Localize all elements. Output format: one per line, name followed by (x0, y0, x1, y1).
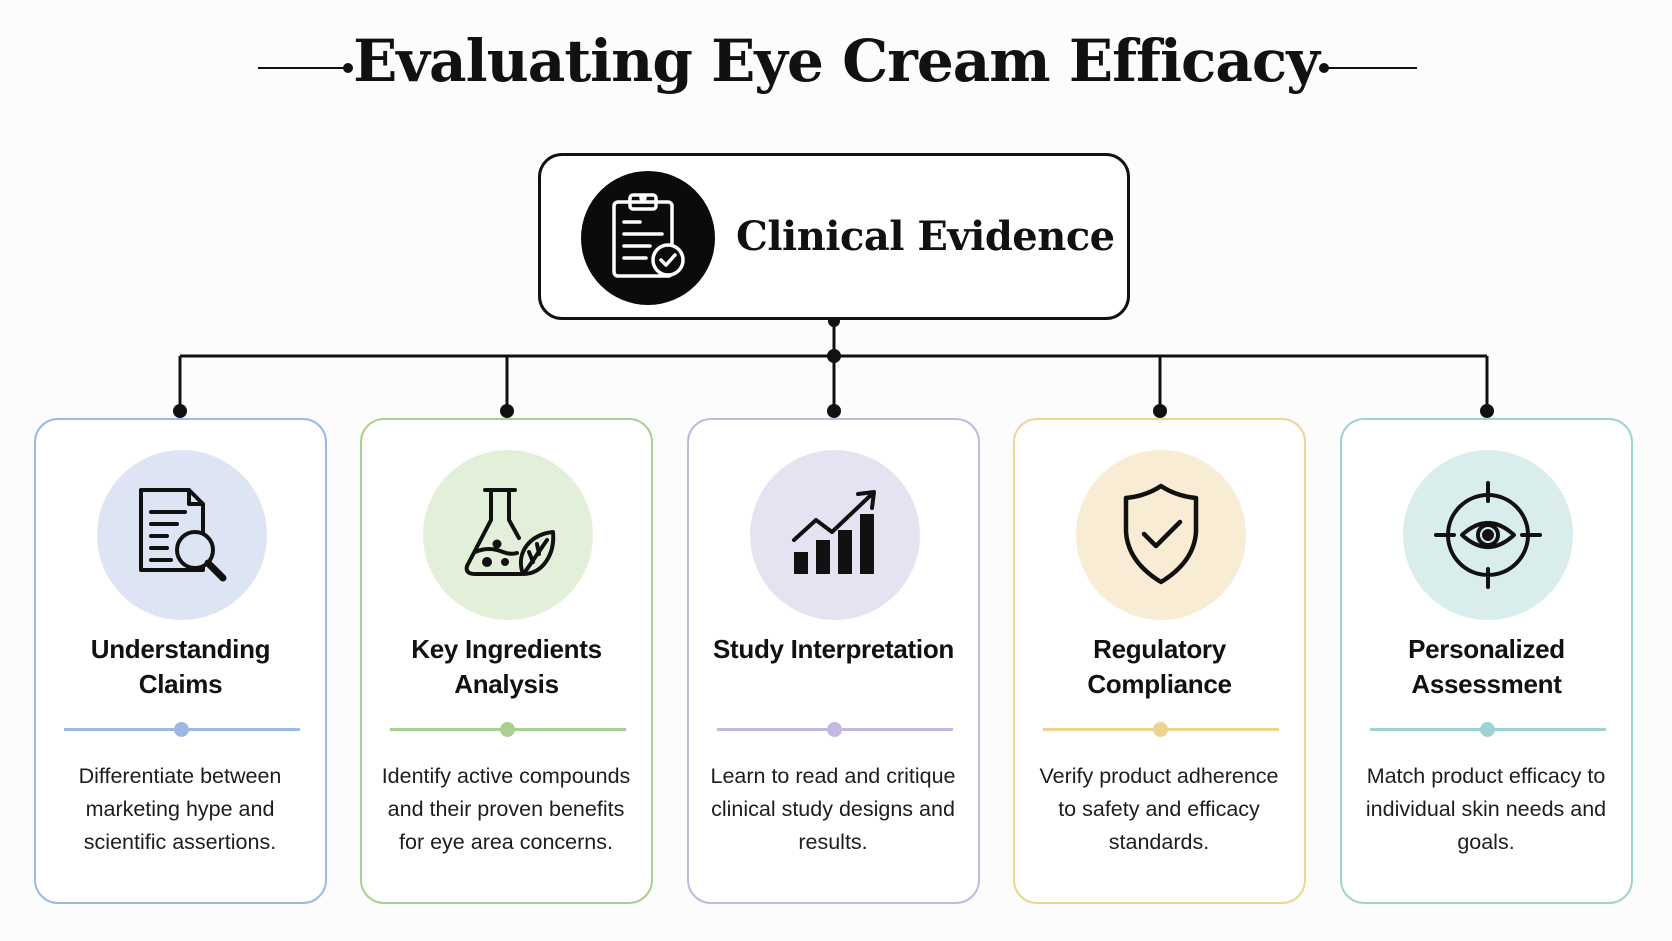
card-study-interpretation: Study Interpretation Learn to read and c… (687, 418, 980, 904)
card-icon-circle (97, 450, 267, 620)
card-title: Understanding Claims (90, 634, 271, 699)
card-personalized-assessment: Personalized Assessment Match product ef… (1340, 418, 1633, 904)
card-divider-dot (827, 722, 842, 737)
card-divider-dot (500, 722, 515, 737)
card-icon-circle (423, 450, 593, 620)
card-icon-circle (1403, 450, 1573, 620)
card-icon-circle (1076, 450, 1246, 620)
page-title: Evaluating Eye Cream Efficacy (353, 27, 1320, 95)
clipboard-check-icon (581, 171, 715, 305)
card-description: Verify product adherence to safety and e… (1039, 764, 1279, 854)
card-title: Personalized Assessment (1408, 634, 1565, 699)
root-node-label: Clinical Evidence (736, 213, 1115, 260)
eye-target-icon (1434, 481, 1542, 589)
card-title: Study Interpretation (712, 634, 954, 664)
document-search-icon (139, 488, 227, 582)
card-description: Match product efficacy to individual ski… (1365, 764, 1607, 854)
card-regulatory-compliance: Regulatory Compliance Verify product adh… (1013, 418, 1306, 904)
card-title: Key Ingredients Analysis (411, 634, 602, 699)
title-left-line (258, 67, 348, 69)
card-description: Differentiate between marketing hype and… (78, 764, 282, 854)
title-right-line (1324, 67, 1417, 69)
card-description: Learn to read and critique clinical stud… (710, 764, 956, 854)
card-key-ingredients-analysis: Key Ingredients Analysis Identify active… (360, 418, 653, 904)
flask-leaf-icon (464, 488, 556, 576)
card-divider-dot (1480, 722, 1495, 737)
card-divider-dot (174, 722, 189, 737)
card-description: Identify active compounds and their prov… (381, 764, 631, 854)
card-understanding-claims: Understanding Claims Differentiate betwe… (34, 418, 327, 904)
card-divider-dot (1153, 722, 1168, 737)
shield-check-icon (1123, 483, 1199, 585)
title-left-dot (343, 63, 353, 73)
root-node-clinical-evidence: Clinical Evidence (538, 153, 1130, 320)
card-title: Regulatory Compliance (1087, 634, 1232, 699)
bar-chart-trend-icon (792, 490, 876, 574)
card-icon-circle (750, 450, 920, 620)
